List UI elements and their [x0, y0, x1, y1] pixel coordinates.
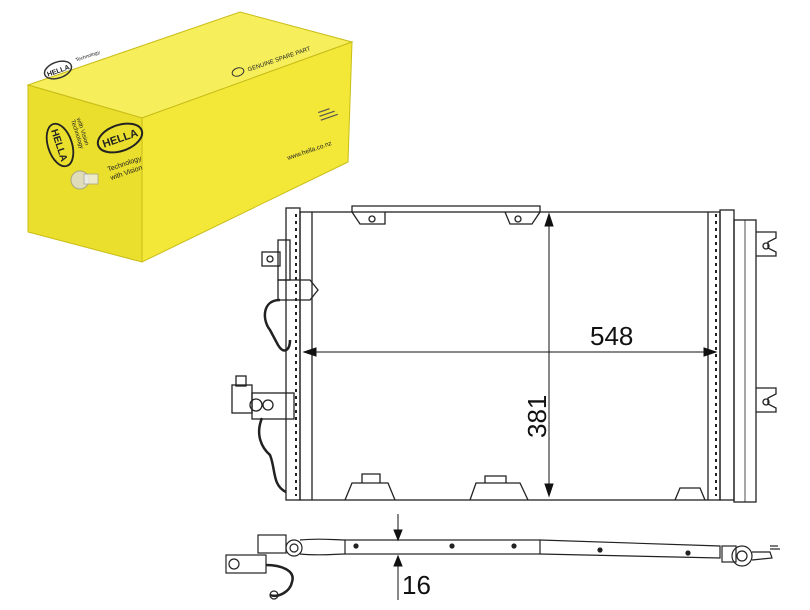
- condenser-core: [299, 211, 721, 501]
- dimension-width-label: 548: [590, 321, 633, 351]
- watermark-icon: [70, 170, 99, 190]
- box-side-face: [141, 41, 353, 263]
- dimension-height: [544, 212, 554, 498]
- left-pipe-lower: [257, 417, 287, 494]
- left-pipe-upper: [263, 298, 292, 352]
- dimension-depth: [393, 514, 403, 600]
- bottom-bracket-left: [344, 482, 396, 501]
- right-bracket-bottom: [756, 387, 777, 413]
- box-small-print: [318, 108, 339, 121]
- top-bracket: [351, 205, 541, 212]
- dimension-width: [302, 347, 718, 357]
- left-fitting-block: [231, 384, 253, 414]
- left-header-tank: [285, 207, 301, 501]
- right-bracket-top: [756, 231, 777, 257]
- condenser-front-view: [231, 205, 777, 503]
- condenser-side-view: [225, 534, 780, 600]
- bottom-bracket-right: [469, 482, 529, 501]
- dimension-depth-label: 16: [402, 570, 431, 600]
- product-box: HELLA Technology with Vision GENUINE SPA…: [26, 11, 354, 263]
- dimension-height-label: 381: [522, 395, 552, 438]
- side-core: [344, 539, 541, 555]
- right-header-tank: [719, 209, 735, 501]
